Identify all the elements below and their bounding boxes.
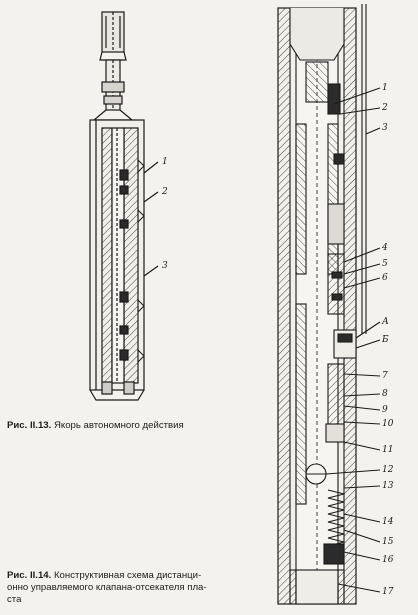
valve-drawing: 1 2 3 4 5 6 А Б 7 8 9 10 11 12 13 14 15 …	[277, 4, 394, 605]
valve-label-4: 4	[381, 243, 388, 253]
caption-text-1: Конструктивная схема дистанци-	[53, 570, 202, 581]
valve-label-a: А	[381, 317, 389, 327]
anchor-label-2: 2	[161, 187, 168, 197]
caption-number: Рис. II.13.	[7, 420, 52, 431]
valve-label-2: 2	[381, 103, 388, 113]
caption-text: Якорь автономного действия	[53, 420, 184, 431]
valve-label-5: 5	[382, 259, 388, 269]
valve-label-9: 9	[382, 405, 388, 415]
caption-line-2: онно управляемого клапана-отсекателя пла…	[7, 582, 207, 593]
valve-label-7: 7	[382, 371, 388, 381]
valve-label-13: 13	[382, 481, 394, 491]
valve-label-6: 6	[382, 273, 388, 283]
anchor-drawing: 1 2 3	[89, 11, 168, 401]
valve-label-12: 12	[382, 465, 394, 475]
caption-line-1: Рис. II.14. Конструктивная схема дистанц…	[7, 570, 269, 582]
valve-label-b: Б	[381, 335, 389, 345]
caption-figure-11-13: Рис. II.13. Якорь автономного действия	[7, 420, 237, 432]
valve-label-14: 14	[382, 517, 394, 527]
caption-figure-11-14: Рис. II.14. Конструктивная схема дистанц…	[7, 570, 269, 606]
valve-label-8: 8	[382, 389, 388, 399]
anchor-label-3: 3	[162, 261, 168, 271]
valve-label-10: 10	[382, 419, 394, 429]
caption-line-3: ста	[7, 594, 22, 605]
valve-label-1: 1	[382, 83, 388, 93]
valve-label-11: 11	[382, 445, 393, 455]
caption-number: Рис. II.14.	[7, 570, 52, 581]
valve-label-15: 15	[382, 537, 394, 547]
valve-label-3: 3	[382, 123, 388, 133]
valve-label-17: 17	[382, 587, 394, 597]
anchor-label-1: 1	[162, 157, 168, 167]
valve-label-16: 16	[382, 555, 394, 565]
